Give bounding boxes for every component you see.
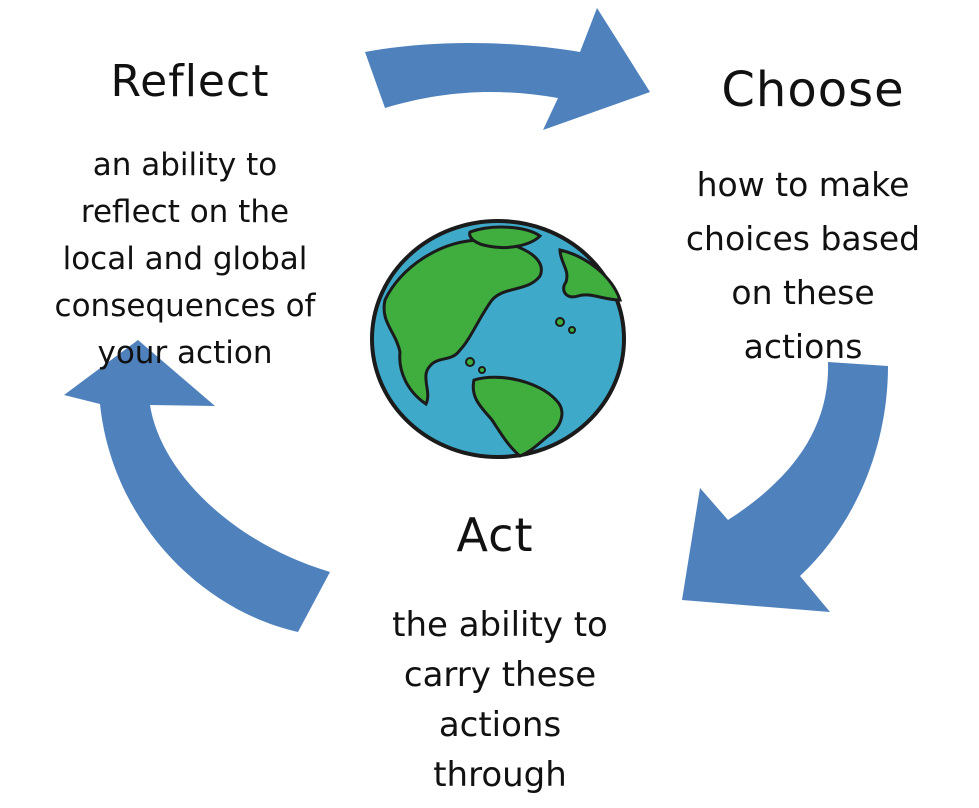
globe-land-north [468, 225, 543, 250]
globe-island [555, 317, 565, 327]
stage-choose-description: how to make choices based on these actio… [685, 165, 921, 366]
globe-island [465, 357, 475, 367]
arrow-reflect-to-choose [365, 8, 650, 130]
stage-act-title: Act [456, 508, 534, 562]
arrow-choose-to-act [682, 362, 888, 612]
globe-island [568, 326, 576, 334]
stage-reflect-description: an ability to reflect on the local and g… [54, 147, 316, 371]
globe-land-south-america [471, 375, 564, 458]
stage-act-description: the ability to carry these actions throu… [392, 605, 608, 795]
globe-island [478, 366, 486, 374]
globe-icon [370, 219, 626, 459]
arrow-act-to-reflect [64, 340, 330, 632]
stage-choose-title: Choose [721, 62, 905, 118]
stage-reflect-title: Reflect [110, 56, 270, 107]
globe-land-europe [558, 248, 623, 302]
